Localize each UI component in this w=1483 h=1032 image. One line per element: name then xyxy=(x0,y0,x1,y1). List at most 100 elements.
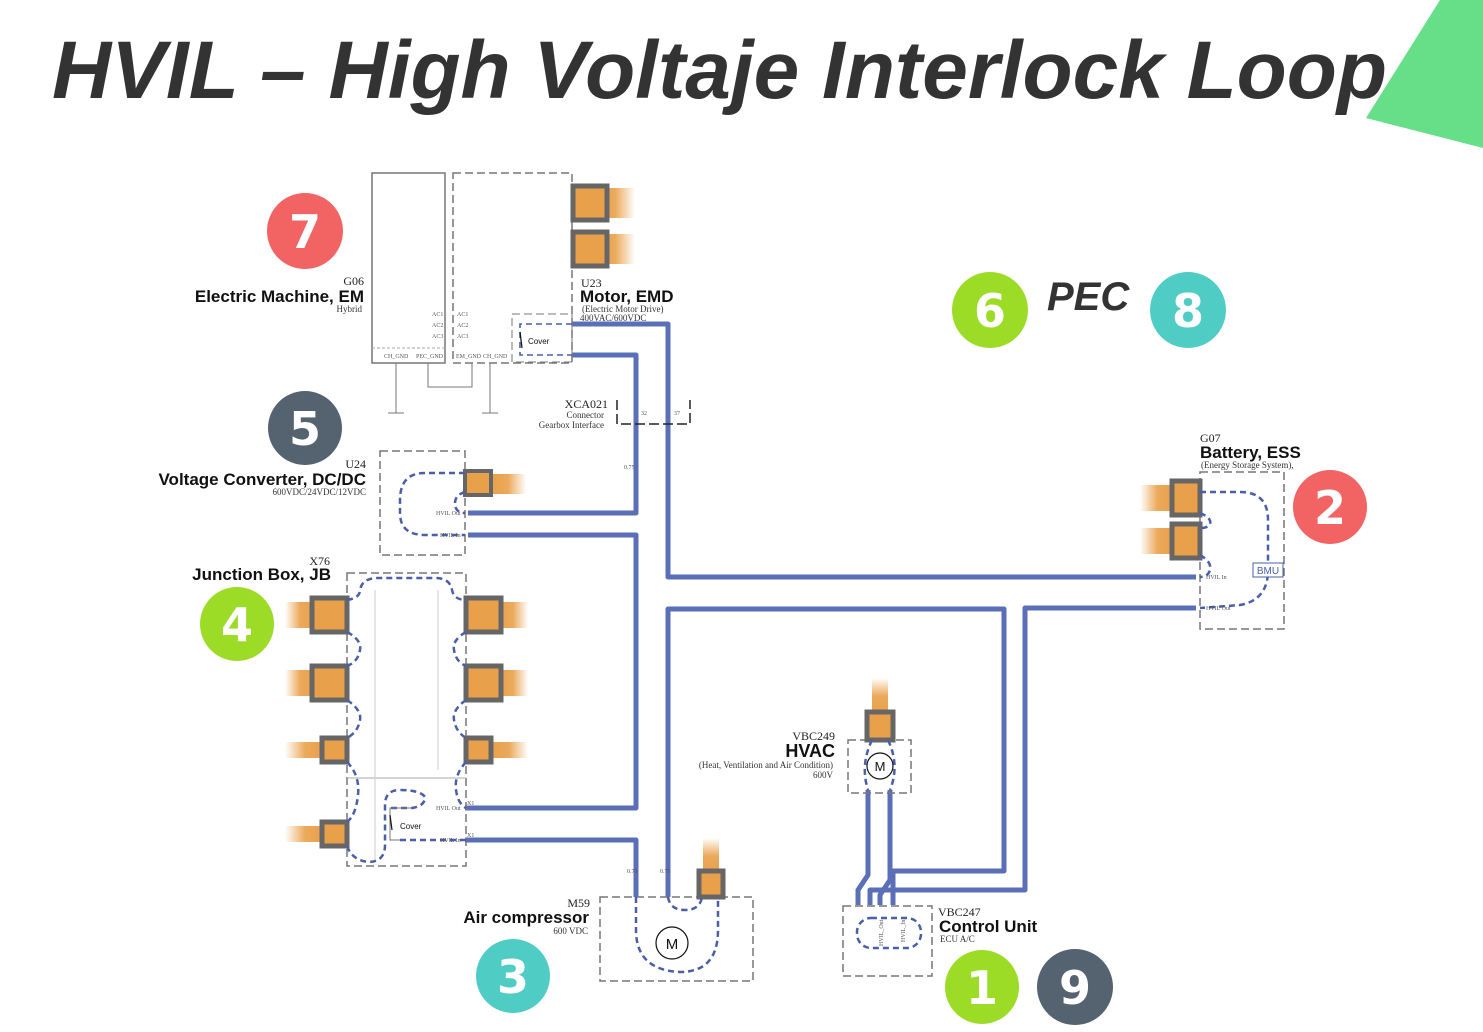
wire-hvac-ecu-1 xyxy=(855,790,871,905)
svg-text:HVIL_In: HVIL_In xyxy=(901,920,907,942)
wire-battery-ecu xyxy=(867,605,1196,905)
svg-text:X76: X76 xyxy=(309,554,330,568)
component-junction-box: X76 Junction Box, JB Cover H xyxy=(192,554,528,867)
svg-text:U23: U23 xyxy=(581,276,602,290)
accent-triangle xyxy=(1366,0,1483,148)
svg-text:Control Unit: Control Unit xyxy=(939,917,1038,936)
svg-text:AC1: AC1 xyxy=(432,312,443,318)
wire-emd-dcdc xyxy=(468,352,639,516)
svg-text:M: M xyxy=(875,759,886,774)
hv-connector xyxy=(309,595,350,635)
svg-text:(Electric Motor Drive): (Electric Motor Drive) xyxy=(582,304,663,314)
motor-symbol xyxy=(866,752,894,780)
svg-text:AC1: AC1 xyxy=(457,312,468,318)
svg-text:Cover: Cover xyxy=(528,337,550,346)
svg-text:7: 7 xyxy=(289,205,321,259)
svg-text:2: 2 xyxy=(1314,481,1346,535)
hv-connector xyxy=(1169,521,1203,561)
badge-8: 8 xyxy=(1150,272,1226,348)
component-hvac: VBC249 HVAC (Heat, Ventilation and Air C… xyxy=(699,678,912,794)
pec-label: PEC xyxy=(1047,275,1130,319)
badge-2: 2 xyxy=(1293,470,1367,544)
badge-1: 1 xyxy=(945,950,1019,1024)
wire-jb-aircomp xyxy=(465,837,639,897)
svg-text:(Energy Storage System),: (Energy Storage System), xyxy=(1201,460,1294,470)
connector-xca021: XCA021 Connector Gearbox Interface 32 37 xyxy=(539,397,691,430)
hvil-wires xyxy=(465,321,1196,905)
svg-text:6: 6 xyxy=(974,284,1006,338)
bmu-box xyxy=(1252,562,1284,578)
svg-text:Voltage Converter, DC/DC: Voltage Converter, DC/DC xyxy=(158,470,366,489)
hv-connector xyxy=(1169,478,1203,518)
svg-text:M59: M59 xyxy=(567,896,590,910)
component-control-unit: HVIL_Out HVIL_In VBC247 Control Unit ECU… xyxy=(842,905,1038,977)
svg-text:400VAC/600VDC: 400VAC/600VDC xyxy=(580,313,646,323)
svg-text:HVIL_Out: HVIL_Out xyxy=(879,919,885,946)
badge-3: 3 xyxy=(476,939,550,1013)
svg-text:1: 1 xyxy=(966,961,998,1015)
svg-text:CH_GND: CH_GND xyxy=(384,354,409,360)
svg-text:X1: X1 xyxy=(467,833,474,839)
svg-text:0.75: 0.75 xyxy=(660,869,671,875)
wire-emd-battery-in xyxy=(572,321,1196,580)
hv-connector xyxy=(696,868,726,900)
svg-text:HVIL Out: HVIL Out xyxy=(436,806,461,812)
svg-text:EM_GND: EM_GND xyxy=(456,354,482,360)
svg-text:U24: U24 xyxy=(345,457,366,471)
svg-text:37: 37 xyxy=(674,411,680,417)
svg-text:XCA021: XCA021 xyxy=(565,397,608,411)
component-electric-machine: G06 Electric Machine, EM Hybrid CH_GND P… xyxy=(195,172,473,414)
badge-7: 7 xyxy=(267,193,343,269)
wire-aircomp-ecu xyxy=(665,606,1007,905)
svg-text:HVIL Out: HVIL Out xyxy=(1206,606,1231,612)
hv-connector xyxy=(463,595,504,635)
svg-text:Air compressor: Air compressor xyxy=(463,908,589,927)
svg-text:HVIL In: HVIL In xyxy=(440,838,461,844)
svg-text:M: M xyxy=(666,936,679,953)
svg-text:32: 32 xyxy=(641,411,647,417)
badge-9: 9 xyxy=(1037,949,1113,1025)
hv-connector xyxy=(570,183,610,223)
svg-text:3: 3 xyxy=(497,950,529,1004)
svg-text:AC2: AC2 xyxy=(432,323,443,329)
hv-connector xyxy=(319,819,350,849)
badge-6: 6 xyxy=(952,272,1028,348)
svg-text:9: 9 xyxy=(1059,961,1091,1015)
page-title: HVIL – High Voltaje Interlock Loop xyxy=(52,25,1387,116)
svg-text:ECU A/C: ECU A/C xyxy=(940,934,975,944)
svg-text:AC2: AC2 xyxy=(457,323,468,329)
svg-text:600VDC/24VDC/12VDC: 600VDC/24VDC/12VDC xyxy=(272,487,366,497)
svg-text:Electric Machine, EM: Electric Machine, EM xyxy=(195,287,364,306)
motor-symbol xyxy=(655,926,689,960)
svg-text:Junction Box, JB: Junction Box, JB xyxy=(192,565,331,584)
svg-text:AC3: AC3 xyxy=(457,334,468,340)
svg-text:4: 4 xyxy=(221,598,253,652)
svg-text:CH_GND: CH_GND xyxy=(483,354,508,360)
hv-connector xyxy=(319,735,350,765)
svg-text:Motor, EMD: Motor, EMD xyxy=(580,287,674,306)
svg-text:G06: G06 xyxy=(343,274,364,288)
svg-text:600V: 600V xyxy=(813,770,834,780)
svg-text:0.75: 0.75 xyxy=(627,869,638,875)
component-air-compressor: M59 Air compressor 600 VDC M 0.75 0.75 xyxy=(463,838,754,982)
wire-hvac-ecu-2 xyxy=(877,790,893,905)
svg-text:Hybrid: Hybrid xyxy=(337,304,363,314)
badge-5: 5 xyxy=(268,391,342,465)
svg-text:PEC_GND: PEC_GND xyxy=(416,354,444,360)
hv-connector xyxy=(864,709,896,743)
svg-text:VBC247: VBC247 xyxy=(938,905,981,919)
svg-text:0.75: 0.75 xyxy=(624,465,635,471)
svg-text:(Heat, Ventilation and Air Con: (Heat, Ventilation and Air Condition) xyxy=(699,760,833,770)
svg-text:Gearbox Interface: Gearbox Interface xyxy=(539,420,604,430)
wire-dcdc-jb xyxy=(465,532,639,811)
svg-text:HVIL In: HVIL In xyxy=(1206,575,1227,581)
svg-text:X1: X1 xyxy=(467,801,474,807)
badge-4: 4 xyxy=(200,587,274,661)
svg-text:G07: G07 xyxy=(1200,431,1221,445)
svg-text:Connector: Connector xyxy=(567,410,605,420)
svg-text:HVAC: HVAC xyxy=(785,741,835,761)
hv-connector xyxy=(570,229,610,269)
svg-text:600 VDC: 600 VDC xyxy=(553,926,588,936)
hv-connector xyxy=(463,469,493,497)
